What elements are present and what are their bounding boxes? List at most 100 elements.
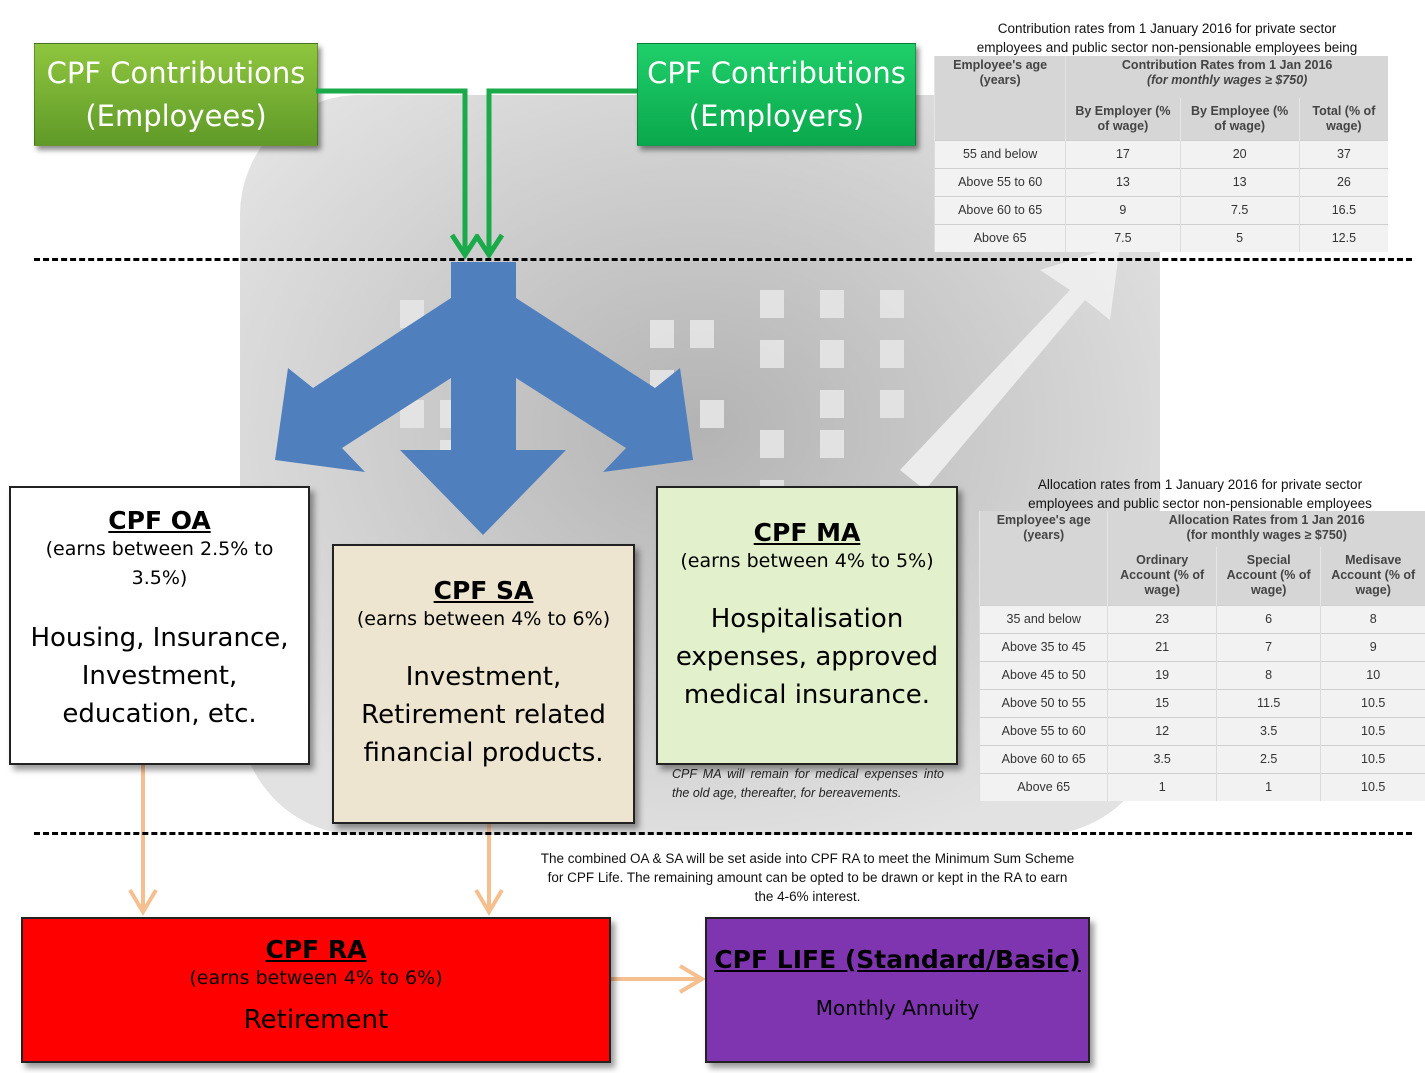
contribution-col-employee: By Employee (% of wage) <box>1179 98 1300 140</box>
allocation-cell: 10 <box>1320 660 1425 689</box>
contribution-cell: 26 <box>1298 167 1388 196</box>
allocation-cell: 8 <box>1215 660 1321 689</box>
ra-note: The combined OA & SA will be set aside i… <box>515 849 1100 906</box>
allocation-cell: 1 <box>1215 772 1321 801</box>
allocation-cell: 15 <box>1107 688 1217 717</box>
allocation-age-header: Employee's age (years) <box>978 511 1108 605</box>
cpf-contributions-employees-box: CPF Contributions (Employees) <box>34 43 318 146</box>
cpf-sa-box: CPF SA (earns between 4% to 6%) Investme… <box>332 544 635 824</box>
employees-box-line2: (Employees) <box>85 98 267 133</box>
contribution-cell: 7.5 <box>1065 223 1181 252</box>
contribution-cell: 55 and below <box>933 139 1066 168</box>
ra-note-line3: the 4-6% interest. <box>754 889 861 904</box>
ra-earn: (earns between 4% to 6%) <box>189 967 443 989</box>
allocation-group-subtitle: (for monthly wages ≥ $750) <box>1186 528 1347 542</box>
contribution-col-total: Total (% of wage) <box>1298 98 1388 140</box>
ma-title: CPF MA <box>753 518 861 547</box>
employees-connector-head <box>449 233 481 260</box>
allocation-group-title: Allocation Rates from 1 Jan 2016 <box>1168 513 1365 527</box>
ma-use-line3: medical insurance. <box>683 680 931 710</box>
contribution-cell: 12.5 <box>1298 223 1388 252</box>
life-use: Monthly Annuity <box>815 996 980 1020</box>
allocation-cell: 10.5 <box>1320 688 1425 717</box>
ra-title: CPF RA <box>265 935 367 964</box>
employers-connector-head <box>473 233 505 260</box>
ma-earn: (earns between 4% to 5%) <box>680 550 934 572</box>
ra-use: Retirement <box>243 1005 389 1035</box>
oa-use-line3: education, etc. <box>62 699 257 729</box>
oa-use-line1: Housing, Insurance, <box>30 623 289 653</box>
contribution-cell: 13 <box>1179 167 1300 196</box>
contribution-cell: 7.5 <box>1179 195 1300 224</box>
allocation-cell: 12 <box>1107 716 1217 745</box>
cpf-contributions-employers-box: CPF Contributions (Employers) <box>637 43 916 146</box>
oa-use-line2: Investment, <box>81 661 238 691</box>
cpf-life-box: CPF LIFE (Standard/Basic) Monthly Annuit… <box>705 917 1090 1063</box>
allocation-cell: Above 65 <box>978 772 1108 801</box>
allocation-cell: 10.5 <box>1320 772 1425 801</box>
allocation-cell: Above 35 to 45 <box>978 632 1108 661</box>
contribution-cell: Above 60 to 65 <box>933 195 1066 224</box>
allocation-col-ordinary: Ordinary Account (% of wage) <box>1107 547 1217 605</box>
allocation-cell: Above 45 to 50 <box>978 660 1108 689</box>
allocation-table-caption: Allocation rates from 1 January 2016 for… <box>980 475 1420 513</box>
allocation-rates-table: Employee's age (years) Allocation Rates … <box>978 511 1425 801</box>
allocation-cell: 19 <box>1107 660 1217 689</box>
sa-earn: (earns between 4% to 6%) <box>356 608 611 630</box>
contribution-group-header: Contribution Rates from 1 Jan 2016 (for … <box>1065 56 1388 98</box>
allocation-cell: 23 <box>1107 604 1217 633</box>
contribution-cell: Above 65 <box>933 223 1066 252</box>
ma-note: CPF MA will remain for medical expenses … <box>672 767 944 800</box>
employers-box-line1: CPF Contributions <box>647 55 906 90</box>
contribution-caption-line2: employees and public sector non-pensiona… <box>976 40 1358 55</box>
three-way-split-arrow <box>275 262 693 535</box>
allocation-cell: 8 <box>1320 604 1425 633</box>
cpf-ra-box: CPF RA (earns between 4% to 6%) Retireme… <box>21 917 611 1063</box>
sa-use-line1: Investment, <box>405 662 562 692</box>
dashed-divider-bottom <box>34 832 1412 835</box>
contribution-cell: 5 <box>1179 223 1300 252</box>
allocation-cell: Above 60 to 65 <box>978 744 1108 773</box>
allocation-cell: 6 <box>1215 604 1321 633</box>
contribution-cell: 16.5 <box>1298 195 1388 224</box>
contribution-cell: 20 <box>1179 139 1300 168</box>
allocation-cell: 11.5 <box>1215 688 1321 717</box>
allocation-cell: 10.5 <box>1320 716 1425 745</box>
allocation-cell: 10.5 <box>1320 744 1425 773</box>
oa-earn-line2: 3.5%) <box>131 567 188 589</box>
allocation-col-special: Special Account (% of wage) <box>1215 547 1321 605</box>
allocation-cell: 1 <box>1107 772 1217 801</box>
allocation-cell: 3.5 <box>1215 716 1321 745</box>
contribution-group-subtitle: (for monthly wages ≥ $750) <box>1146 73 1308 87</box>
contribution-cell: 17 <box>1065 139 1181 168</box>
sa-use-line3: financial products. <box>363 738 604 768</box>
allocation-caption-line2: employees and public sector non-pensiona… <box>1028 496 1372 511</box>
ra-note-line1: The combined OA & SA will be set aside i… <box>540 851 1075 866</box>
contribution-col-employer: By Employer (% of wage) <box>1065 98 1181 140</box>
dashed-divider-top <box>34 258 1412 261</box>
allocation-cell: 35 and below <box>978 604 1108 633</box>
allocation-cell: 21 <box>1107 632 1217 661</box>
allocation-cell: 2.5 <box>1215 744 1321 773</box>
allocation-group-header: Allocation Rates from 1 Jan 2016 (for mo… <box>1107 511 1425 547</box>
contribution-cell: Above 55 to 60 <box>933 167 1066 196</box>
allocation-cell: Above 55 to 60 <box>978 716 1108 745</box>
ma-use-line2: expenses, approved <box>675 642 939 672</box>
allocation-cell: Above 50 to 55 <box>978 688 1108 717</box>
contribution-group-title: Contribution Rates from 1 Jan 2016 <box>1121 58 1333 72</box>
contribution-age-header: Employee's age (years) <box>933 56 1066 140</box>
ma-use-line1: Hospitalisation <box>710 604 904 634</box>
contribution-caption-line1: Contribution rates from 1 January 2016 f… <box>997 21 1337 36</box>
oa-title: CPF OA <box>108 506 211 535</box>
employers-box-line2: (Employers) <box>688 98 865 133</box>
